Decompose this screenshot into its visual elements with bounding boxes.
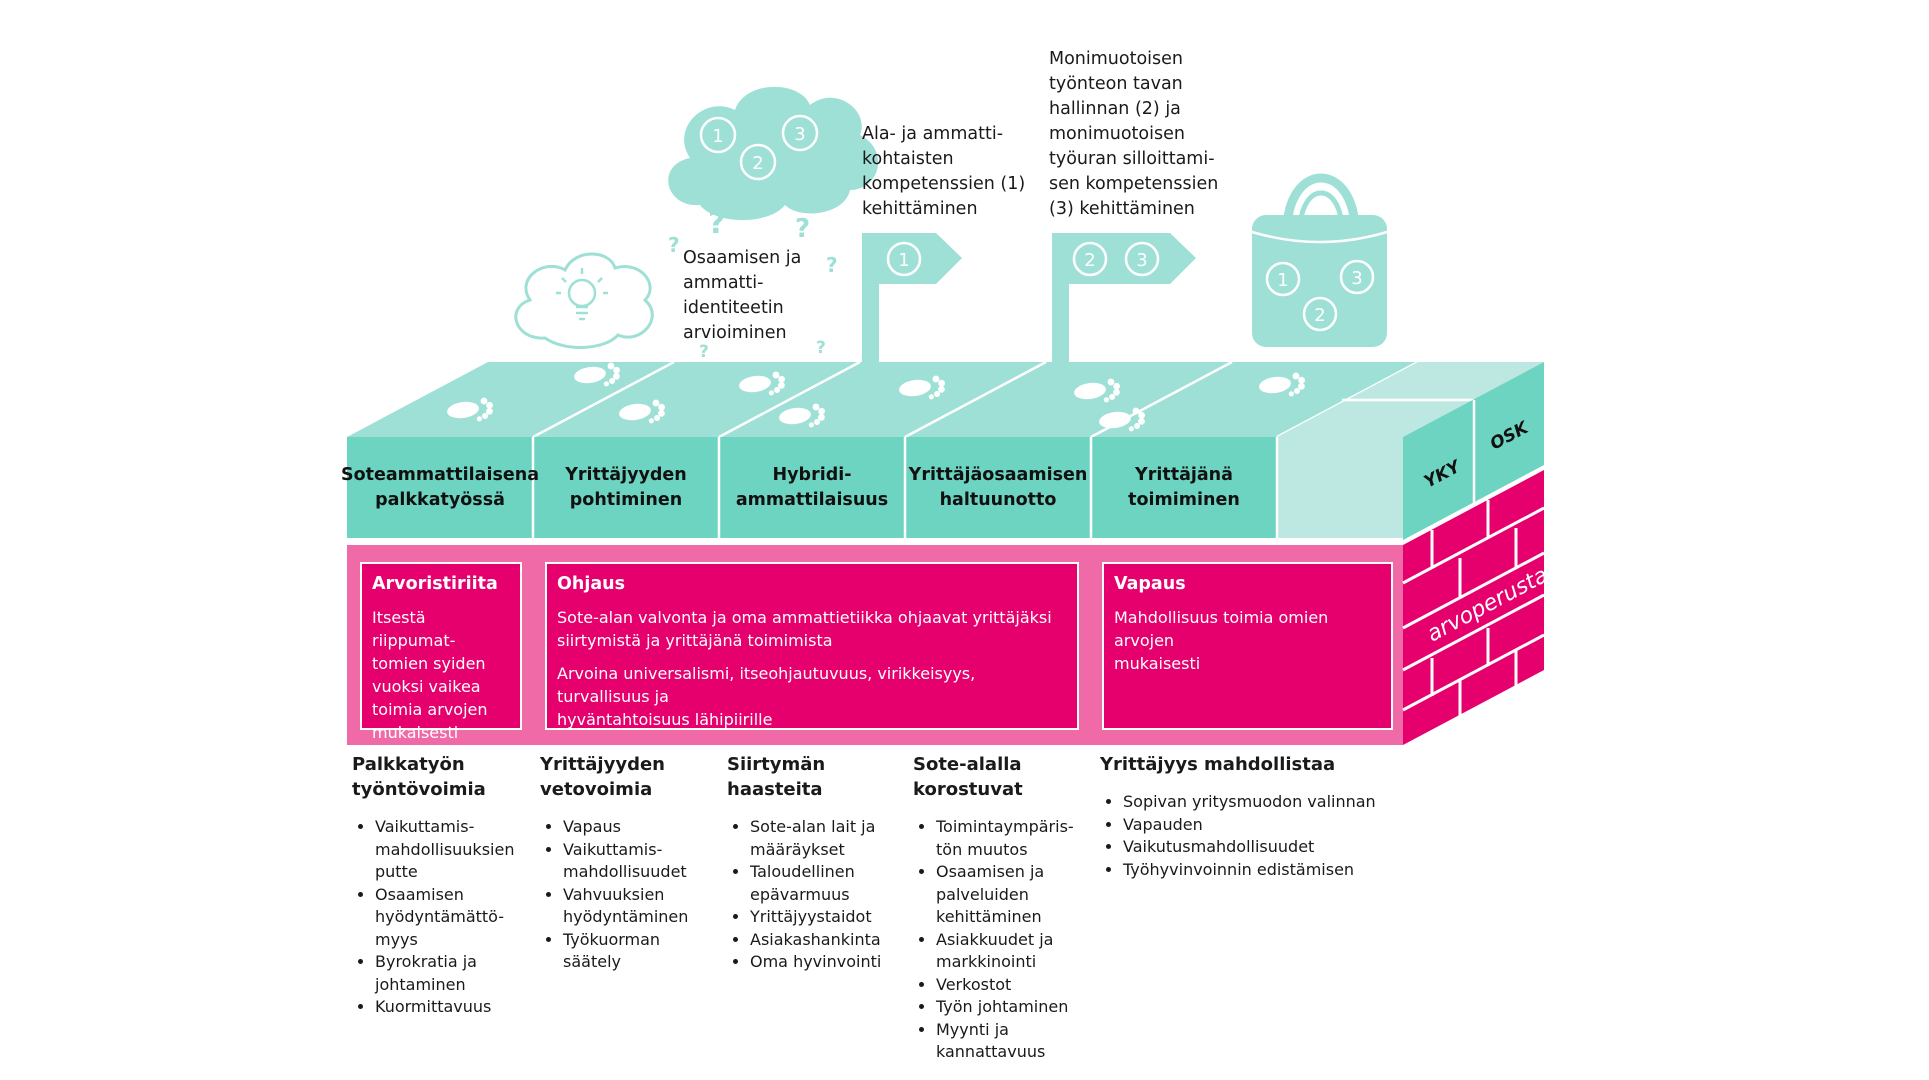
column-siirtyman-haasteita: Siirtymän haasteita Sote-alan lait ja mä… <box>727 752 905 974</box>
value-text: Mahdollisuus toimia omien arvojen mukais… <box>1114 608 1329 673</box>
badge-2: 2 <box>752 153 763 174</box>
path-front-face <box>347 437 1403 538</box>
flag2-label: Monimuotoisen työnteon tavan hallinnan (… <box>1049 49 1219 219</box>
column-title: Siirtymän haasteita <box>727 754 826 800</box>
list-item: Osaamisen ja palveluiden kehittäminen <box>936 861 1091 929</box>
column-title: Yrittäjyys mahdollistaa <box>1100 754 1336 775</box>
svg-text:?: ? <box>699 342 709 362</box>
number-badge-icon <box>699 114 819 181</box>
lightbulb-icon <box>556 268 608 321</box>
value-box-vapaus: Vapaus Mahdollisuus toimia omien arvojen… <box>1102 562 1393 730</box>
svg-text:?: ? <box>668 233 680 257</box>
value-text: Itsestä riippumat- tomien syiden vuoksi … <box>372 608 488 742</box>
svg-text:?: ? <box>816 338 826 358</box>
arvoperusta-brick-wall <box>1402 470 1545 745</box>
column-yrittajyyden-vetovoimia: Yrittäjyyden vetovoimia Vapaus Vaikuttam… <box>540 752 718 974</box>
svg-text:?: ? <box>826 253 838 277</box>
bag-badge-3: 3 <box>1351 268 1362 289</box>
flag2-badge-2: 2 <box>1084 250 1095 271</box>
column-palkkatyo: Palkkatyön työntövoimia Vaikuttamis- mah… <box>352 752 530 1019</box>
value-title: Vapaus <box>1114 574 1186 594</box>
list-item: Vahvuuksien hyödyntäminen <box>563 884 718 929</box>
svg-text:?: ? <box>708 206 725 241</box>
list-item: Asiakkuudet ja markkinointi <box>936 929 1091 974</box>
side-face <box>1403 362 1544 540</box>
cell-soteammattilainen: Soteammattilaisena palkkatyössä <box>340 464 540 510</box>
value-text: Sote-alan valvonta ja oma ammattietiikka… <box>557 608 1052 650</box>
lightbulb-cloud-icon <box>514 252 654 349</box>
list-item: Vaikuttamis- mahdollisuudet <box>563 839 718 884</box>
list-item: Yrittäjyystaidot <box>750 906 905 929</box>
flag-icon <box>862 233 962 365</box>
column-title: Palkkatyön työntövoimia <box>352 754 486 800</box>
path-top-face <box>347 360 1544 439</box>
bag-badge-1: 1 <box>1277 270 1288 291</box>
list-item: Kuormittavuus <box>375 996 530 1019</box>
value-title: Ohjaus <box>557 574 626 594</box>
bag-badge-2: 2 <box>1314 305 1325 326</box>
list-item: Osaamisen hyödyntämättö- myys <box>375 884 530 952</box>
list-item: Verkostot <box>936 974 1091 997</box>
cell-yrittajyyden-pohtiminen: Yrittäjyyden pohtiminen <box>565 464 687 510</box>
list-item: Oma hyvinvointi <box>750 951 905 974</box>
value-box-arvoristiriita: Arvoristiriita Itsestä riippumat- tomien… <box>360 562 522 742</box>
list-item: Byrokratia ja johtaminen <box>375 951 530 996</box>
list-item: Työn johtaminen <box>936 996 1091 1019</box>
list-item: Vaikuttamis- mahdollisuuksien putte <box>375 816 530 884</box>
svg-text:?: ? <box>795 214 810 244</box>
column-title: Sote-alalla korostuvat <box>913 754 1023 800</box>
list-item: Myynti ja kannattavuus <box>936 1019 1091 1064</box>
flag-icon <box>1052 233 1196 365</box>
column-title: Yrittäjyyden vetovoimia <box>540 754 665 800</box>
column-yrittajyys-mahdollistaa: Yrittäjyys mahdollistaa Sopivan yritysmu… <box>1100 752 1400 881</box>
list-item: Sopivan yritysmuodon valinnan <box>1123 791 1400 814</box>
column-sote-alalla-korostuvat: Sote-alalla korostuvat Toimintaympäris- … <box>913 752 1091 1064</box>
bag-icon <box>1251 173 1388 347</box>
cell-yrittajaosaamisen-haltuunotto: Yrittäjäosaamisen haltuunotto <box>908 464 1088 510</box>
flag1-badge: 1 <box>898 250 909 271</box>
list-item: Vaikutusmahdollisuudet <box>1123 836 1400 859</box>
cell-yrittajana-toimiminen: Yrittäjänä toimiminen <box>1128 464 1240 510</box>
cell-hybridiammattilaisuus: Hybridi- ammattilaisuus <box>735 464 889 510</box>
badge-3: 3 <box>794 124 805 145</box>
list-item: Sote-alan lait ja määräykset <box>750 816 905 861</box>
list-item: Työhyvinvoinnin edistämisen <box>1123 859 1400 882</box>
list-item: Vapauden <box>1123 814 1400 837</box>
badge-1: 1 <box>712 126 723 147</box>
value-text: Arvoina universalismi, itseohjautuvuus, … <box>557 664 976 729</box>
flag2-badge-3: 3 <box>1136 250 1147 271</box>
assessment-label: Osaamisen ja ammatti- identiteetin arvio… <box>683 248 802 343</box>
list-item: Työkuorman säätely <box>563 929 718 974</box>
list-item: Taloudellinen epävarmuus <box>750 861 905 906</box>
flag1-label: Ala- ja ammatti- kohtaisten kompetenssie… <box>862 124 1026 219</box>
value-title: Arvoristiriita <box>372 574 498 594</box>
question-mark-icon: ? ? ? ? ? ? <box>668 206 838 362</box>
list-item: Toimintaympäris- tön muutos <box>936 816 1091 861</box>
list-item: Vapaus <box>563 816 718 839</box>
value-box-ohjaus: Ohjaus Sote-alan valvonta ja oma ammatti… <box>545 562 1079 730</box>
list-item: Asiakashankinta <box>750 929 905 952</box>
